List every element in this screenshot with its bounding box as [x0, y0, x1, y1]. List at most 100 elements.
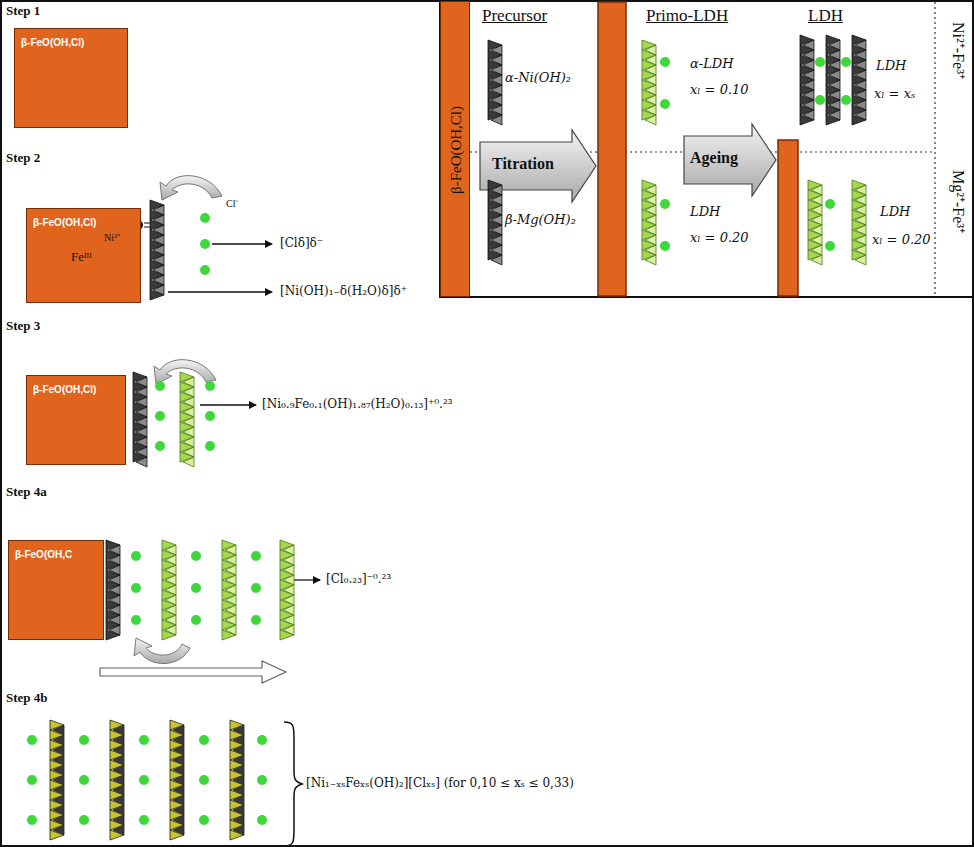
ion-label: Cl⁻ [226, 196, 238, 210]
chloride-ion [825, 199, 835, 209]
hydroxide-layer [280, 540, 294, 640]
hydroxide-layer [180, 372, 194, 462]
chloride-ion [155, 411, 165, 421]
formula: [Clδ]δ⁻ [280, 236, 323, 250]
exchange-arrow [160, 176, 222, 200]
chloride-ion [199, 815, 209, 825]
chloride-ion [205, 411, 215, 421]
row-header: Ni²⁺-Fe³⁺ [948, 22, 970, 79]
hydroxide-layer [50, 720, 64, 840]
chloride-ion [139, 815, 149, 825]
phase-label: α-Ni(OH)₂ [505, 70, 571, 85]
chloride-ion [841, 95, 851, 105]
chloride-ion [79, 775, 89, 785]
hydroxide-layer [808, 180, 822, 260]
phase-label: α-LDH [690, 56, 734, 71]
chloride-ion [660, 99, 670, 109]
hydroxide-layer [150, 200, 164, 300]
phase-label: xₗ = 0.20 [690, 230, 749, 245]
iron-bar [598, 2, 626, 296]
chloride-ion [139, 775, 149, 785]
chloride-ion [825, 241, 835, 251]
ageing-arrow [684, 124, 776, 196]
hydroxide-layer [106, 540, 120, 640]
formula: [Cl₀.₂₃]⁻⁰.²³ [326, 572, 391, 586]
column-divider [934, 2, 935, 296]
phase-label: LDH [690, 204, 720, 219]
chloride-ion [27, 815, 37, 825]
chloride-ion [660, 241, 670, 251]
box-label: β-FeO(OH,Cl) [21, 37, 84, 48]
phase-label: xₗ = 0.10 [690, 82, 749, 97]
formula: [Ni₁₋ₓₛFeₓₛ(OH)₂][Clₓₛ] (for 0,10 ≤ xₛ ≤… [306, 776, 574, 790]
row-header: Mg²⁺-Fe³⁺ [948, 170, 970, 233]
box-label: β-FeO(OH,C [15, 549, 72, 560]
hydroxide-layer [800, 35, 814, 125]
chloride-ion [815, 57, 825, 67]
chloride-ion [660, 199, 670, 209]
hydroxide-layer [110, 720, 124, 840]
step-title: Step 4a [6, 484, 47, 500]
iron-oxide-block: β-FeO(OH,C [8, 540, 104, 640]
column-header: Primo-LDH [646, 6, 728, 26]
chloride-ion [139, 735, 149, 745]
chloride-ion [200, 265, 210, 275]
chloride-ion [131, 583, 141, 593]
chloride-ion [27, 775, 37, 785]
chloride-ion [251, 615, 261, 625]
chloride-ion [200, 213, 210, 223]
step-title: Step 4b [6, 690, 48, 706]
phase-label: β-Mg(OH)₂ [505, 212, 576, 227]
chloride-ion [841, 57, 851, 67]
chloride-ion [200, 239, 210, 249]
hydroxide-layer [642, 180, 656, 260]
chloride-ion [251, 551, 261, 561]
chloride-ion [27, 735, 37, 745]
ion-label: Ni²⁺ [104, 230, 120, 244]
hydroxide-layer [133, 372, 147, 462]
hydroxide-layer [488, 180, 502, 260]
chloride-ion [251, 583, 261, 593]
chloride-ion [191, 583, 201, 593]
brace [284, 722, 302, 846]
chloride-group [27, 57, 851, 825]
leader-arrow [200, 404, 256, 405]
step-title: Step 3 [6, 318, 40, 334]
panel-frame [440, 1, 973, 297]
chloride-ion [199, 735, 209, 745]
leader-arrow [212, 243, 272, 244]
iron-oxide-block: β-FeO(OH,Cl) [26, 375, 126, 465]
step-title: Step 2 [6, 150, 40, 166]
column-header: LDH [808, 6, 843, 26]
chloride-ion [155, 381, 165, 391]
chloride-ion [79, 815, 89, 825]
chloride-ion [815, 95, 825, 105]
box-label: β-FeO(OH,Cl) [33, 384, 96, 395]
formula: [Ni₀.₉Fe₀.₁(OH)₁.₈₇(H₂O)₀.₁₃]⁺⁰.²³ [262, 397, 453, 411]
box-label: β-FeO(OH,Cl) [33, 217, 96, 228]
chloride-ion [660, 57, 670, 67]
iron-oxide-bar: β-FeO(OH,Cl) [440, 1, 470, 297]
vertical-label: β-FeO(OH,Cl) [448, 106, 465, 194]
chloride-ion [131, 615, 141, 625]
hydroxide-layer [230, 720, 244, 840]
step-title: Step 1 [6, 3, 40, 19]
chloride-ion [131, 551, 141, 561]
hydroxide-layer [642, 40, 656, 120]
phase-label: LDH [876, 58, 906, 73]
growth-arrow [100, 661, 286, 683]
exchange-arrow [134, 638, 190, 664]
hydroxide-layer [170, 720, 184, 840]
chloride-ion [205, 381, 215, 391]
chloride-ion [79, 735, 89, 745]
hydroxide-layer [222, 540, 236, 640]
hydroxide-layer [162, 540, 176, 640]
column-header: Precursor [482, 6, 547, 26]
layer-group [50, 35, 866, 840]
leader-arrow [292, 579, 320, 580]
chloride-ion [199, 775, 209, 785]
phase-label: xₗ = 0.20 [872, 232, 931, 247]
hydroxide-layer [488, 40, 502, 120]
phase-label: LDH [880, 204, 910, 219]
